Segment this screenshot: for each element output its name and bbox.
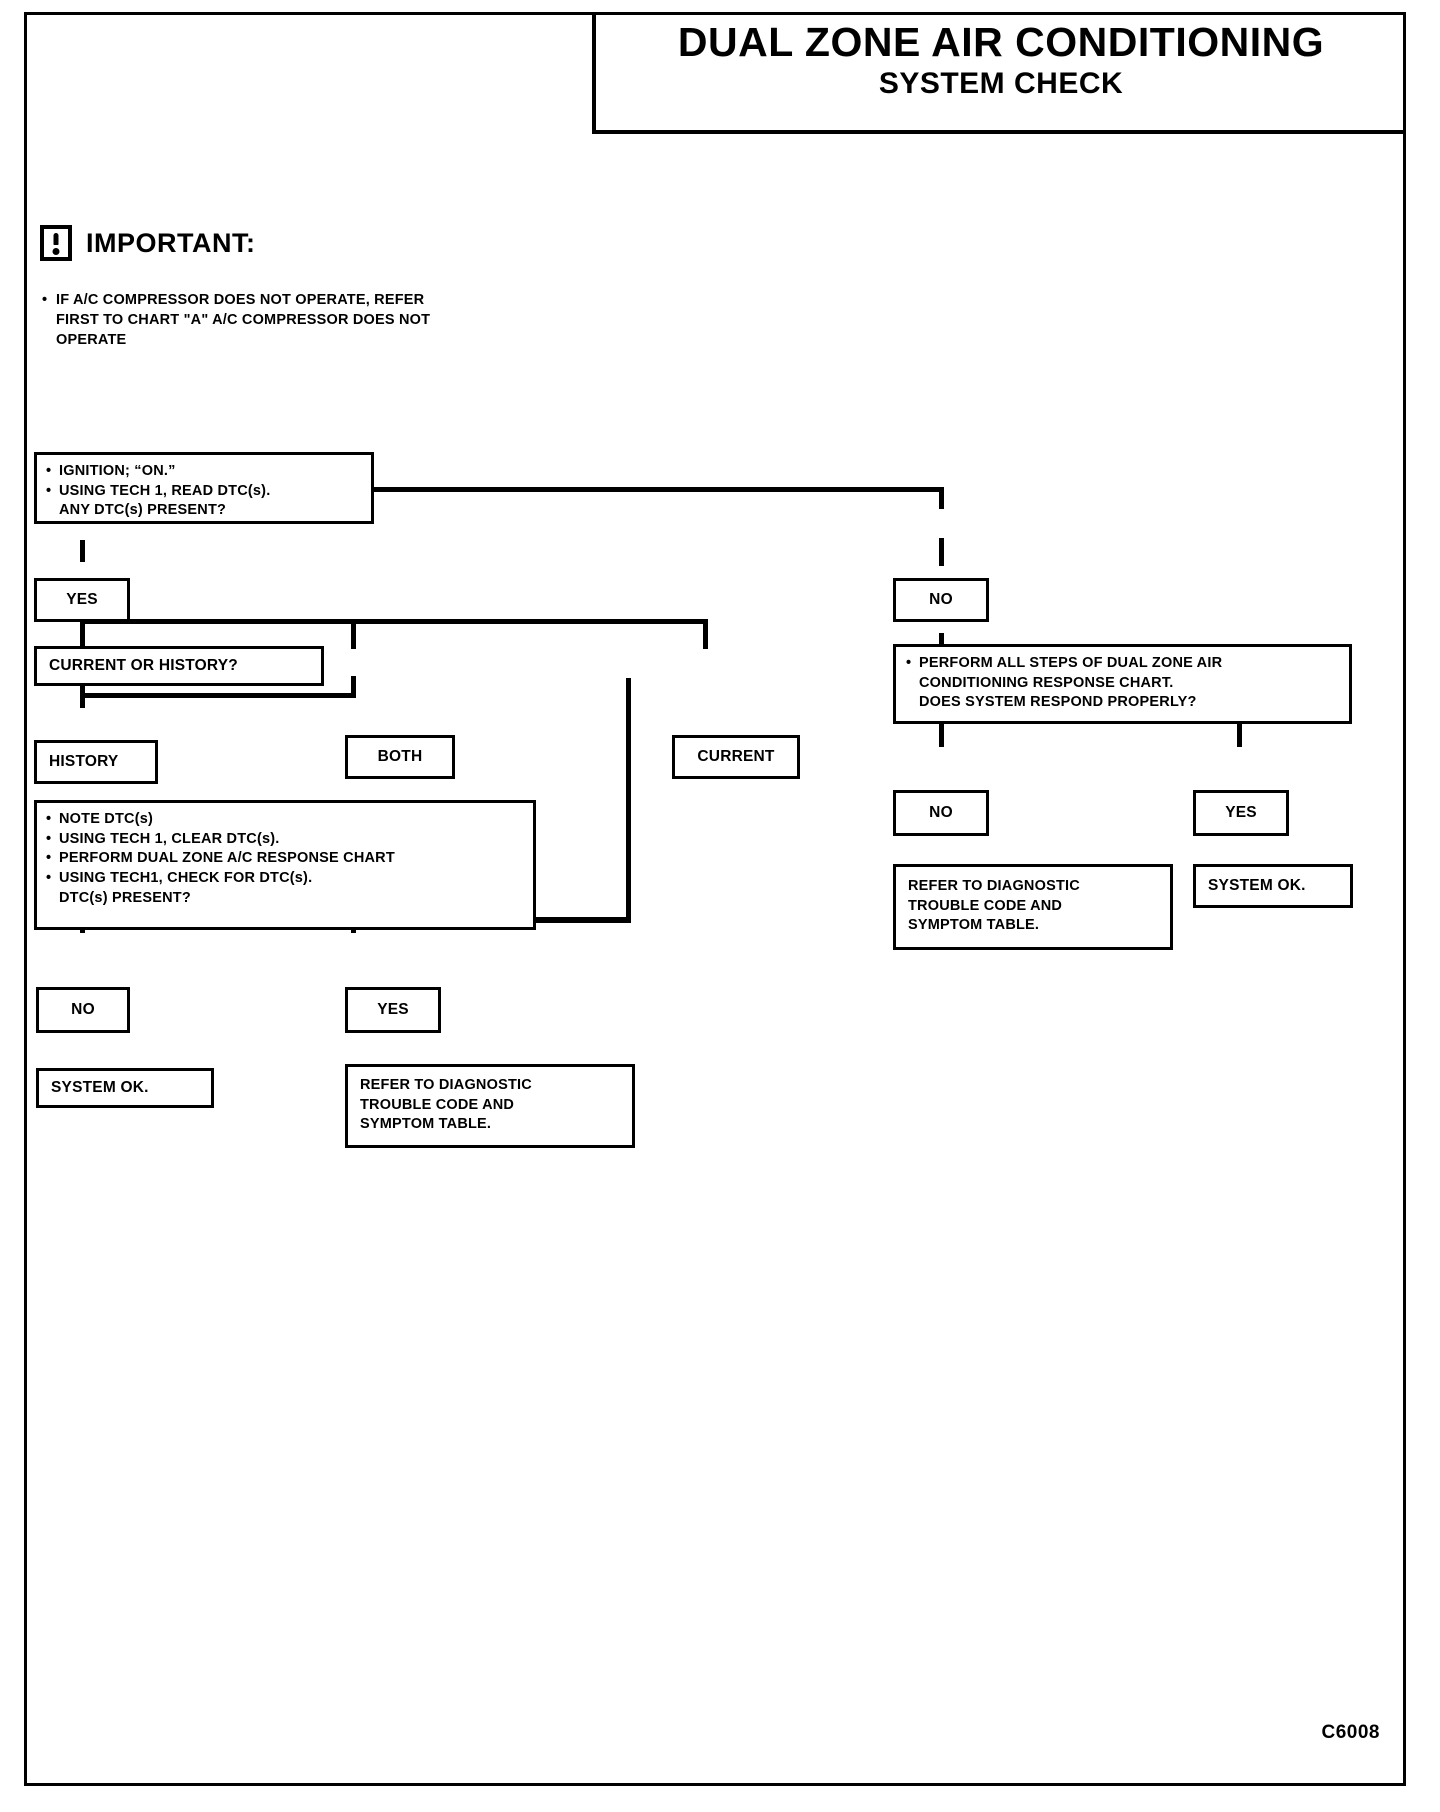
box-note-line-4: USING TECH1, CHECK FOR DTC(s). [59,870,313,887]
box-refer-right-line-1: REFER TO DIAGNOSTIC [908,878,1080,894]
chart-code: C6008 [1321,1722,1380,1743]
box-current-or-history-label: CURRENT OR HISTORY? [49,657,238,675]
connector-start-to-no [80,487,944,492]
box-note-dtc-procedure[interactable]: •NOTE DTC(s) •USING TECH 1, CLEAR DTC(s)… [34,800,536,930]
connector-bus-to-history [80,619,85,649]
connector-branch-bus [80,619,708,624]
connector-to-no [939,487,944,509]
box-yes-2-label: YES [377,1001,409,1019]
connector-both-down [351,676,356,698]
connector-yes3-to-systemok [1237,723,1242,747]
box-note-line-1: NOTE DTC(s) [59,811,154,827]
box-no-dtc-present[interactable]: NO [893,578,989,622]
box-yes-1-label: YES [66,591,98,609]
box-both-label: BOTH [377,748,423,766]
box-refer-left-line-3: SYMPTOM TABLE. [360,1116,492,1133]
box-refer-right-line-2: TROUBLE CODE AND [908,897,1063,914]
connector-no3-to-refer [939,723,944,747]
important-note: •IF A/C COMPRESSOR DOES NOT OPERATE, REF… [42,292,431,348]
box-perform-response-chart[interactable]: •PERFORM ALL STEPS OF DUAL ZONE AIR COND… [893,644,1352,724]
box-perform-line-1: PERFORM ALL STEPS OF DUAL ZONE AIR [919,655,1223,671]
box-no-1-label: NO [929,591,953,609]
important-label: IMPORTANT: [86,227,256,258]
box-system-ok-right[interactable]: SYSTEM OK. [1193,864,1353,908]
box-start-line-1: IGNITION; “ON.” [59,463,176,479]
page-border [24,12,1406,1786]
box-refer-left-line-2: TROUBLE CODE AND [360,1096,515,1113]
box-yes-dtc-present[interactable]: YES [34,578,130,622]
connector-history-both-join [80,693,356,698]
page-subtitle: SYSTEM CHECK [878,66,1124,100]
box-no-2-label: NO [71,1001,95,1019]
box-system-ok-right-label: SYSTEM OK. [1208,877,1306,895]
box-no-system-respond[interactable]: NO [893,790,989,836]
connector-current-down [626,678,631,923]
box-yes-system-respond[interactable]: YES [1193,790,1289,836]
box-yes-dtc-after-clear[interactable]: YES [345,987,441,1033]
box-current-or-history[interactable]: CURRENT OR HISTORY? [34,646,324,686]
important-line-1: IF A/C COMPRESSOR DOES NOT OPERATE, REFE… [56,292,425,308]
box-current[interactable]: CURRENT [672,735,800,779]
box-note-line-2: USING TECH 1, CLEAR DTC(s). [59,830,280,847]
box-refer-right-line-3: SYMPTOM TABLE. [908,917,1040,934]
connector-bus-to-current [703,619,708,649]
box-yes-3-label: YES [1225,804,1257,822]
important-line-3: OPERATE [56,332,127,348]
box-perform-line-3: DOES SYSTEM RESPOND PROPERLY? [919,694,1197,711]
box-system-ok-left[interactable]: SYSTEM OK. [36,1068,214,1108]
title-block: DUAL ZONE AIR CONDITIONING SYSTEM CHECK [592,12,1406,134]
box-perform-line-2: CONDITIONING RESPONSE CHART. [919,674,1174,691]
box-note-line-5: DTC(s) PRESENT? [59,889,191,906]
box-refer-dtc-table-left[interactable]: REFER TO DIAGNOSTIC TROUBLE CODE AND SYM… [345,1064,635,1148]
important-heading: IMPORTANT: [40,225,255,261]
connector-yes-to-coh [80,540,85,562]
connector-no1-to-perform [939,538,944,566]
box-history-label: HISTORY [49,753,119,771]
exclamation-box-icon [40,225,72,261]
important-line-2: FIRST TO CHART "A" A/C COMPRESSOR DOES N… [56,312,431,328]
box-current-label: CURRENT [697,748,775,766]
box-refer-dtc-table-right[interactable]: REFER TO DIAGNOSTIC TROUBLE CODE AND SYM… [893,864,1173,950]
box-history[interactable]: HISTORY [34,740,158,784]
box-note-line-3: PERFORM DUAL ZONE A/C RESPONSE CHART [59,850,395,867]
box-refer-left-line-1: REFER TO DIAGNOSTIC [360,1077,532,1093]
box-start-line-3: ANY DTC(s) PRESENT? [59,502,227,519]
box-no-3-label: NO [929,804,953,822]
box-system-ok-left-label: SYSTEM OK. [51,1079,149,1097]
connector-bus-to-both [351,619,356,649]
box-start-line-2: USING TECH 1, READ DTC(s). [59,482,271,499]
page-title: DUAL ZONE AIR CONDITIONING [677,19,1325,65]
box-no-dtc-after-clear[interactable]: NO [36,987,130,1033]
box-start[interactable]: •IGNITION; “ON.” •USING TECH 1, READ DTC… [34,452,374,524]
box-both[interactable]: BOTH [345,735,455,779]
